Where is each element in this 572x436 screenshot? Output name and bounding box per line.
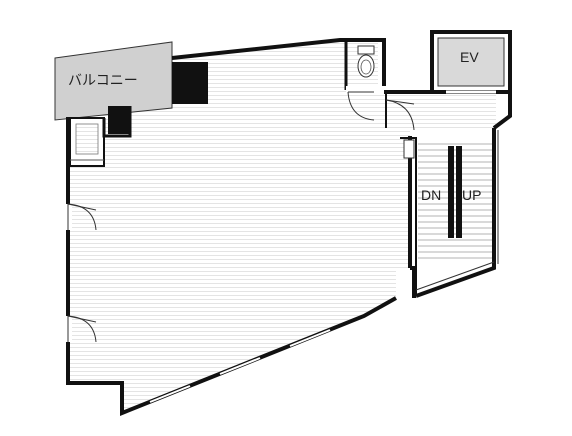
toilet-room [344,38,386,121]
stairs-icon: DN UP [400,92,512,298]
balcony-label: バルコニー [68,72,138,88]
stair-door-swing-icon [403,139,415,159]
toilet-icon [357,45,375,78]
wall-block-1 [172,62,208,104]
elevator-icon: EV [430,30,512,94]
balcony: バルコニー [54,41,173,121]
left-door-2 [64,315,97,343]
stair-treads [418,143,492,259]
toilet-door-swing-icon [347,91,375,121]
main-room-floor [68,40,410,413]
bottom-windows [149,329,331,403]
left-door-1 [64,203,97,231]
stairs-up-label: UP [462,187,481,203]
stairs-down-label: DN [421,187,441,203]
elevator-label: EV [460,49,479,65]
closet [69,117,105,167]
wall-block-2 [108,106,130,134]
landing [384,90,510,131]
landing-door-swing-icon [385,99,415,131]
